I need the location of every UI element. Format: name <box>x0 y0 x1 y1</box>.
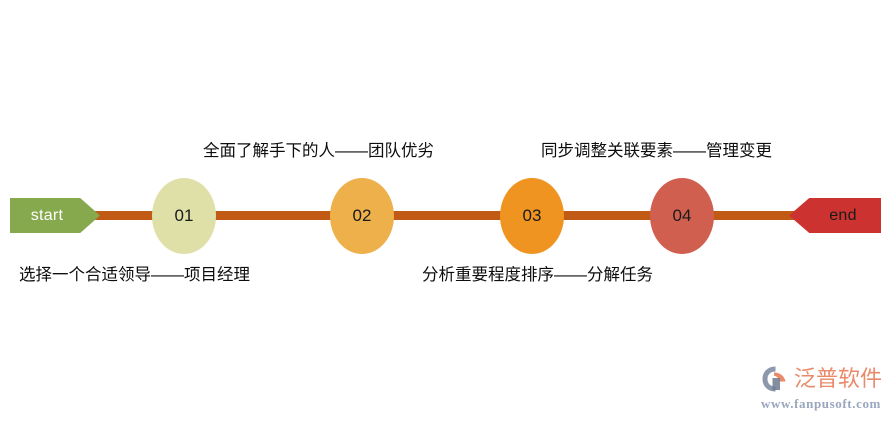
end-marker[interactable]: end <box>789 198 881 233</box>
watermark-logo: 泛普软件 www.fanpusoft.com <box>761 363 891 415</box>
timeline-node-02-label: 02 <box>352 206 372 225</box>
timeline-node-02[interactable]: 02 <box>330 178 394 254</box>
timeline-node-04-label: 04 <box>672 206 692 225</box>
watermark-url-text: www.fanpusoft.com <box>761 396 881 411</box>
caption-above-node-04: 同步调整关联要素——管理变更 <box>541 142 772 160</box>
start-marker[interactable]: start <box>10 198 100 233</box>
timeline-node-01-label: 01 <box>174 206 194 225</box>
timeline-rail <box>92 211 798 220</box>
fanpu-swoosh-logo-icon <box>761 364 791 394</box>
watermark-brand-text: 泛普软件 <box>794 366 883 391</box>
timeline-node-01[interactable]: 01 <box>152 178 216 254</box>
start-marker-label: start <box>30 206 64 224</box>
caption-above-node-02: 全面了解手下的人——团队优劣 <box>203 142 434 160</box>
caption-below-node-01: 选择一个合适领导——项目经理 <box>19 266 250 284</box>
timeline-node-04[interactable]: 04 <box>650 178 714 254</box>
caption-below-node-03: 分析重要程度排序——分解任务 <box>422 266 653 284</box>
end-marker-label: end <box>829 206 857 224</box>
watermark-brand-row: 泛普软件 <box>761 363 891 395</box>
timeline-node-03[interactable]: 03 <box>500 178 564 254</box>
timeline-node-03-label: 03 <box>522 206 542 225</box>
